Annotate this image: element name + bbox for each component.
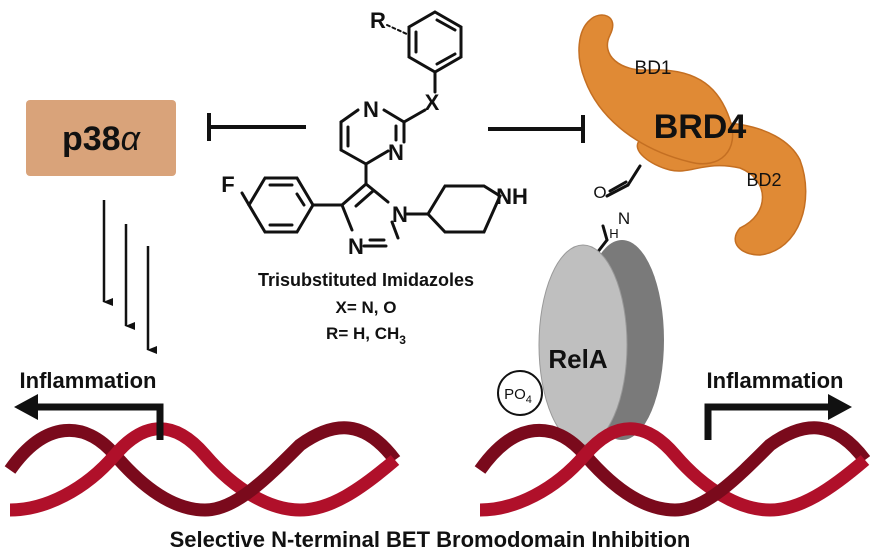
x-definition: X= N, O: [336, 298, 397, 317]
chem-atom-labels: R X N N F N N NH: [221, 8, 528, 259]
brd4-label: BRD4: [654, 108, 747, 146]
chemical-structure: [240, 10, 502, 248]
atom-f: F: [221, 172, 234, 197]
svg-text:PO4: PO4: [504, 386, 532, 406]
rela-protein: RelA: [538, 240, 664, 446]
inflammation-label-left: Inflammation: [20, 368, 157, 393]
rela-label: RelA: [548, 344, 607, 374]
brd4-protein: BD1 BRD4 BD2: [578, 14, 807, 256]
po4-label: PO: [504, 386, 526, 403]
bd1-label: BD1: [635, 58, 672, 79]
atom-r: R: [370, 8, 386, 33]
p38-alpha-symbol: α: [121, 120, 142, 158]
transcription-arrow-right: [704, 394, 852, 440]
piperidine-ring: [426, 184, 502, 234]
svg-text:p38α: p38α: [62, 120, 142, 158]
phosphate-badge: PO4: [497, 370, 543, 416]
bd1-lobe: [578, 14, 734, 165]
bd2-label: BD2: [746, 170, 781, 190]
p38-alpha-box: p38α: [26, 100, 176, 176]
atom-n-imidazole-2: N: [348, 234, 364, 259]
atom-n-imidazole-1: N: [392, 202, 408, 227]
p38-box-shape: [26, 100, 176, 176]
p38-label: p38: [62, 120, 121, 158]
footer-caption: Selective N-terminal BET Bromodomain Inh…: [170, 527, 691, 552]
atom-o: O: [593, 183, 606, 202]
atom-n-pyrimidine-1: N: [363, 97, 379, 122]
inflammation-label-right: Inflammation: [707, 368, 844, 393]
inhibition-left: [207, 113, 306, 141]
compound-name: Trisubstituted Imidazoles: [258, 270, 474, 290]
signalling-arrows: [102, 200, 157, 354]
atom-n-acetyl: N: [618, 209, 630, 228]
po4-subscript: 4: [526, 394, 532, 406]
dna-left: [4, 421, 401, 517]
compound-caption: Trisubstituted Imidazoles X= N, O R= H, …: [258, 270, 474, 347]
atom-x: X: [425, 90, 440, 115]
dna-right: [474, 421, 870, 517]
acetyl-atom-labels: O N H: [593, 183, 630, 241]
atom-nh: NH: [496, 184, 528, 209]
transcription-arrow-left: [14, 394, 164, 440]
atom-h-acetyl: H: [609, 226, 618, 241]
inhibition-right: [488, 115, 585, 143]
atom-n-pyrimidine-2: N: [388, 140, 404, 165]
r-definition: R= H, CH3: [326, 324, 406, 347]
